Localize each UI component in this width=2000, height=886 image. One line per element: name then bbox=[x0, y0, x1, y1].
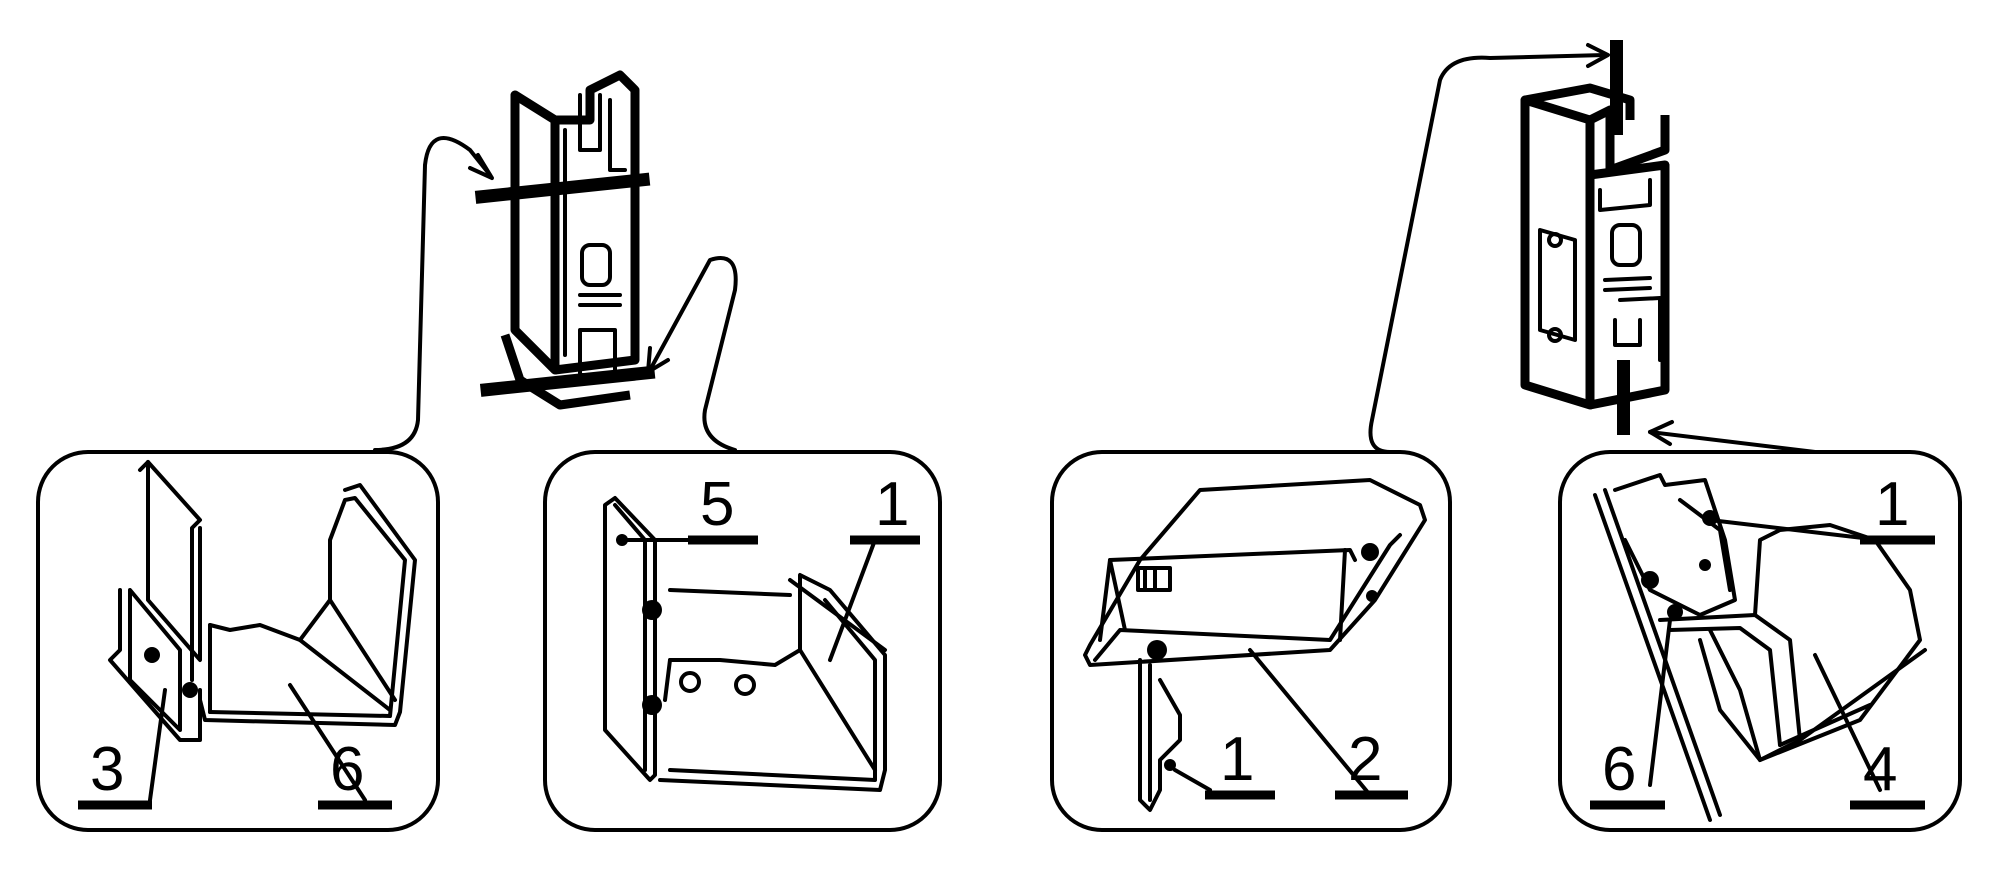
leader-arrow-icon bbox=[646, 346, 670, 374]
leader-line bbox=[828, 538, 877, 662]
detail-2-drawing bbox=[603, 496, 887, 792]
leader-arrow-icon bbox=[468, 153, 494, 180]
leader-line bbox=[288, 683, 367, 802]
detail-4-drawing bbox=[1593, 473, 1927, 822]
leader-line bbox=[1248, 648, 1372, 797]
callout-label: 6 bbox=[330, 735, 364, 804]
leader-line bbox=[648, 256, 738, 452]
callout-label: 6 bbox=[1602, 735, 1636, 804]
detail-1-drawing bbox=[108, 460, 417, 742]
callout-label: 1 bbox=[1220, 725, 1254, 794]
leader-arrow-icon bbox=[1648, 420, 1674, 446]
callout-label: 5 bbox=[700, 470, 734, 539]
leader-line bbox=[1368, 53, 1607, 454]
callout-label: 1 bbox=[1875, 470, 1909, 539]
leader-arrow-icon bbox=[1586, 43, 1610, 68]
callout-label: 2 bbox=[1348, 725, 1382, 794]
callout-label: 3 bbox=[90, 735, 124, 804]
right-pillar-part bbox=[1520, 40, 1670, 435]
leader-line bbox=[373, 136, 492, 452]
detail-panel-1 bbox=[36, 450, 440, 832]
detail-3-drawing bbox=[1083, 478, 1427, 812]
leader-line bbox=[148, 688, 167, 802]
callout-label: 4 bbox=[1863, 735, 1897, 804]
leader-line bbox=[1648, 618, 1672, 787]
leader-line bbox=[1173, 768, 1212, 792]
callout-label: 1 bbox=[875, 470, 909, 539]
leader-line bbox=[1813, 653, 1882, 792]
leader-line bbox=[1708, 518, 1882, 542]
left-pillar-part bbox=[474, 70, 656, 410]
